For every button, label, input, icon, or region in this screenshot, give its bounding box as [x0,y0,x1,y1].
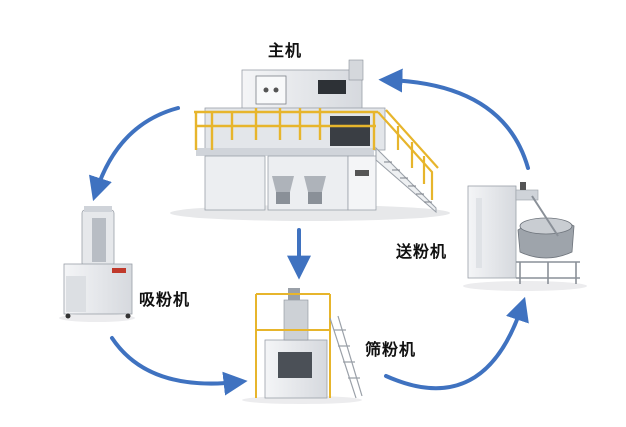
arrow-feeder-to-main [378,68,530,170]
main-machine-label: 主机 [268,41,303,60]
cycle-arrows [89,68,530,396]
powder-sieve-label: 筛粉机 [365,340,417,359]
powder-feeder-label: 送粉机 [396,242,448,261]
powder-suction-label: 吸粉机 [139,290,191,309]
powder-sieve-illustration [242,288,363,404]
arrow-main-to-suction [89,106,180,202]
main-machine-illustration [170,59,450,221]
powder-suction-illustration [59,206,135,322]
arrow-sieve-to-feeder [384,296,529,391]
powder-feeder-illustration [463,182,587,291]
arrow-suction-to-sieve [110,336,248,396]
